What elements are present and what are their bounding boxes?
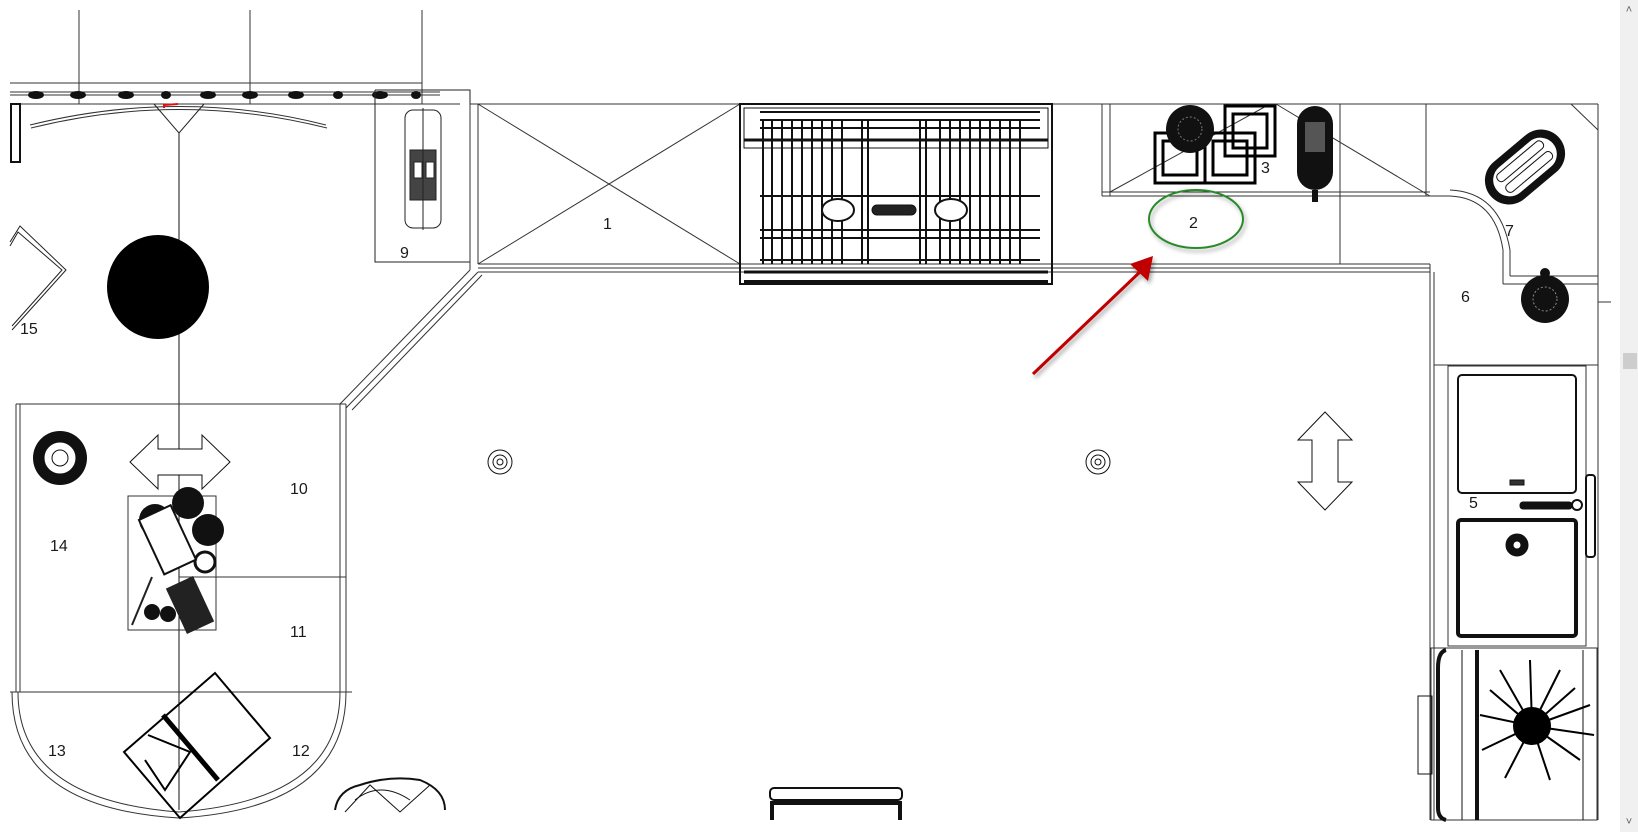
zone-label-14: 14 xyxy=(50,538,68,555)
stand-mixer xyxy=(1166,105,1214,153)
vertical-scrollbar[interactable]: ˄ ˅ xyxy=(1620,0,1638,832)
zone-label-12: 12 xyxy=(292,743,310,760)
counter-corner xyxy=(1429,103,1611,820)
potted-plant xyxy=(1479,659,1595,781)
car-top-view xyxy=(374,89,471,263)
bench xyxy=(769,787,903,820)
wheel xyxy=(33,431,87,485)
cutting-board xyxy=(122,671,272,820)
barstool xyxy=(334,777,446,813)
scroll-down-button[interactable]: ˅ xyxy=(1625,816,1633,828)
canisters xyxy=(1153,104,1277,185)
annotation-arrow xyxy=(1031,256,1153,376)
double-arrow-horizontal xyxy=(129,433,231,491)
island xyxy=(10,403,352,819)
recessed-light xyxy=(487,449,513,475)
zone-label-6: 6 xyxy=(1461,289,1470,306)
round-plant xyxy=(107,235,209,339)
zone-label-11: 11 xyxy=(290,624,307,641)
scroll-thumb[interactable] xyxy=(1623,353,1637,369)
coffee-grinder xyxy=(1297,106,1333,202)
food-tray xyxy=(127,487,224,634)
window-wall xyxy=(10,10,460,810)
zone-label-9: 9 xyxy=(400,245,409,262)
zone-label-3: 3 xyxy=(1261,160,1270,177)
scroll-up-button[interactable]: ˄ xyxy=(1625,4,1633,16)
zone-label-1: 1 xyxy=(603,216,612,233)
book-outline xyxy=(9,225,67,331)
toaster xyxy=(1484,129,1566,205)
recessed-light xyxy=(1085,449,1111,475)
zone-label-7: 7 xyxy=(1505,223,1514,240)
zone-label-10: 10 xyxy=(290,481,308,498)
range-cooktop xyxy=(739,103,1053,285)
double-arrow-vertical xyxy=(1296,411,1354,511)
zone-label-2: 2 xyxy=(1189,215,1198,232)
kettle xyxy=(1521,268,1569,323)
refrigerator xyxy=(1417,647,1598,822)
zone-label-5: 5 xyxy=(1469,495,1478,512)
wall-oven xyxy=(1447,365,1596,647)
zone-label-13: 13 xyxy=(48,743,66,760)
zone-label-15: 15 xyxy=(20,321,38,338)
highlight-ellipse xyxy=(1148,189,1244,249)
